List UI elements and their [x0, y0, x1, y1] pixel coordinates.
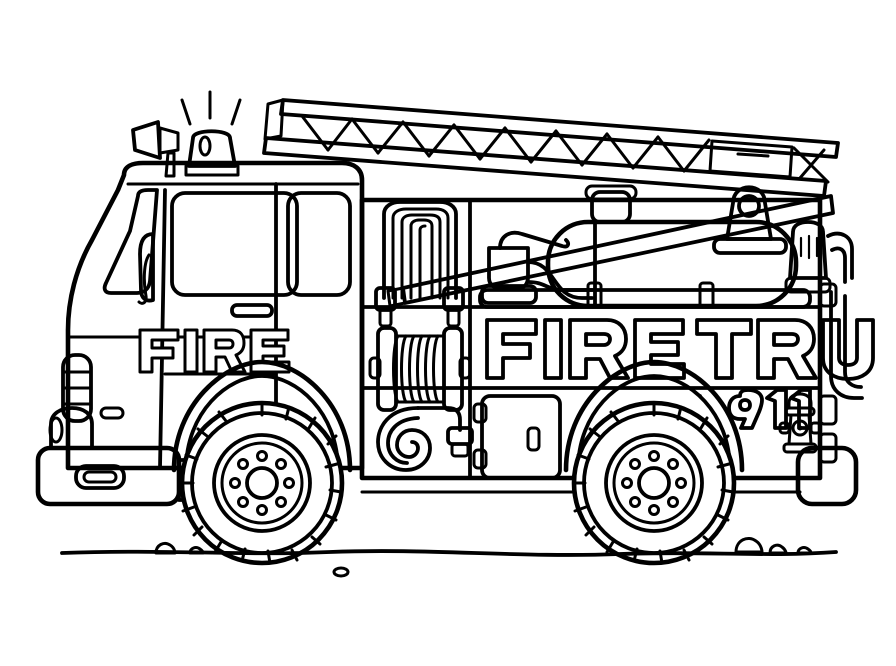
deck-gun-barrel	[498, 230, 570, 250]
horn-body	[158, 126, 180, 155]
hose-rack-post-right	[446, 306, 461, 328]
spiral-hose-inner-line	[386, 416, 420, 465]
coiled-hose-rack	[374, 200, 465, 328]
cab-door-window	[170, 191, 299, 297]
fire-hydrant-emblem	[778, 392, 822, 454]
deck-gun-body	[487, 246, 530, 291]
ladder-slide-beam	[401, 194, 835, 305]
pebble-2	[188, 546, 205, 555]
compartment-door-handle	[526, 426, 541, 452]
compartment-hinge-bottom	[472, 448, 488, 470]
ladder-pivot-bolt-hole	[737, 194, 761, 218]
spiral-hose-line	[376, 406, 432, 472]
supply-hose-lower	[526, 280, 594, 292]
tank-strap-b	[698, 281, 715, 309]
tank-cap-lip	[584, 184, 638, 201]
rear-ladder-bracket-top	[818, 282, 838, 308]
hydrant-side-outlet-right	[809, 421, 822, 435]
hose-reel-axle-right	[458, 356, 472, 380]
bumper-light-inner	[82, 470, 118, 484]
body-side-text-fire-truck	[485, 318, 875, 398]
beacon-lens-mark	[198, 135, 212, 157]
hose-reel-axle-left	[368, 356, 382, 380]
ladder-end-plate	[708, 139, 794, 179]
cab-door-handle	[230, 303, 274, 318]
pebble-1	[154, 541, 177, 555]
rear-mudflap	[795, 445, 859, 507]
coiled-hose-outer	[382, 200, 458, 300]
front-headlight	[49, 406, 94, 450]
extension-ladder	[262, 98, 840, 308]
front-rim-inner	[220, 441, 304, 525]
hose-rack-bracket-right	[442, 286, 465, 312]
pebble-5	[768, 543, 788, 555]
rear-rim-inner	[612, 441, 696, 525]
rear-hub	[637, 466, 671, 500]
coiled-hose-loops	[391, 207, 450, 300]
spiral-hose-nozzle	[450, 442, 470, 458]
ladder-end-brace-b	[798, 148, 826, 180]
ladder-truss-zigzag	[300, 114, 711, 173]
ground-pebbles	[154, 537, 813, 578]
grille-slats	[61, 370, 93, 406]
bumper-light-outer	[74, 464, 126, 490]
hydrant-outlet-bolt	[797, 425, 803, 431]
wheel-rear	[563, 359, 745, 566]
pebble-6	[796, 546, 813, 555]
rear-body-outline	[359, 197, 823, 481]
ladder-tip-cap	[263, 98, 285, 141]
headlight-lens	[48, 416, 64, 444]
rear-ladder-rail-outer	[829, 290, 864, 400]
deck-gun-base	[480, 284, 538, 305]
rear-handrail-upper	[826, 231, 854, 280]
rear-beacon-light	[788, 220, 828, 280]
ladder-pivot-base	[712, 237, 788, 255]
rear-cab-window	[286, 191, 352, 297]
horn-mount	[164, 151, 176, 178]
rear-ladder-bracket-mid	[818, 394, 838, 426]
supply-hose-upper	[526, 260, 594, 300]
wheel-front	[171, 359, 353, 566]
rear-lug-bolts	[621, 450, 687, 516]
front-marker-light	[99, 406, 125, 420]
beacon-base	[184, 164, 240, 177]
hose-rack-bracket-left	[374, 286, 397, 312]
front-fender-arch-inner	[184, 374, 340, 472]
hose-rack-post-left	[378, 306, 393, 328]
rear-ladder-rail-inner	[843, 294, 863, 389]
tank-strap-a	[586, 281, 603, 309]
rear-fender-arch	[563, 359, 745, 473]
hydrant-side-outlet-left	[778, 421, 791, 435]
front-lug-bolts	[229, 450, 295, 516]
spiral-coiled-hose	[376, 406, 474, 472]
side-mirror-arm	[137, 253, 151, 305]
ground-scene	[60, 537, 838, 578]
tank-support-rail	[478, 288, 812, 309]
hose-reel	[368, 326, 472, 412]
front-tire-tread	[180, 401, 343, 565]
hose-reel-flange-left	[376, 326, 398, 412]
compartment-hinge-top	[472, 402, 488, 424]
rear-tire-tread	[572, 401, 735, 565]
rear-handrail-inner	[830, 246, 847, 284]
roof-siren-beacon	[187, 129, 237, 168]
spiral-hose-tail	[416, 406, 462, 432]
beacon-light-rays	[180, 90, 242, 126]
rear-fender-arch-inner	[576, 374, 732, 472]
ladder-plate-slot	[736, 152, 770, 158]
ladder-pivot-bracket	[725, 185, 773, 241]
side-mirror	[138, 232, 155, 303]
pebble-3	[332, 566, 350, 578]
roof-megaphone-horn	[131, 120, 162, 160]
cab-body-outline	[65, 160, 365, 471]
truck-rear-body	[359, 184, 875, 507]
front-fender-arch	[171, 359, 353, 473]
front-hub	[245, 466, 279, 500]
hydrant-outlet-ring	[791, 419, 809, 437]
hose-reel-coils	[392, 334, 444, 404]
pebble-4	[734, 537, 764, 554]
tank-filler-cap	[590, 190, 632, 224]
rear-beacon-lens-marks	[799, 234, 819, 260]
